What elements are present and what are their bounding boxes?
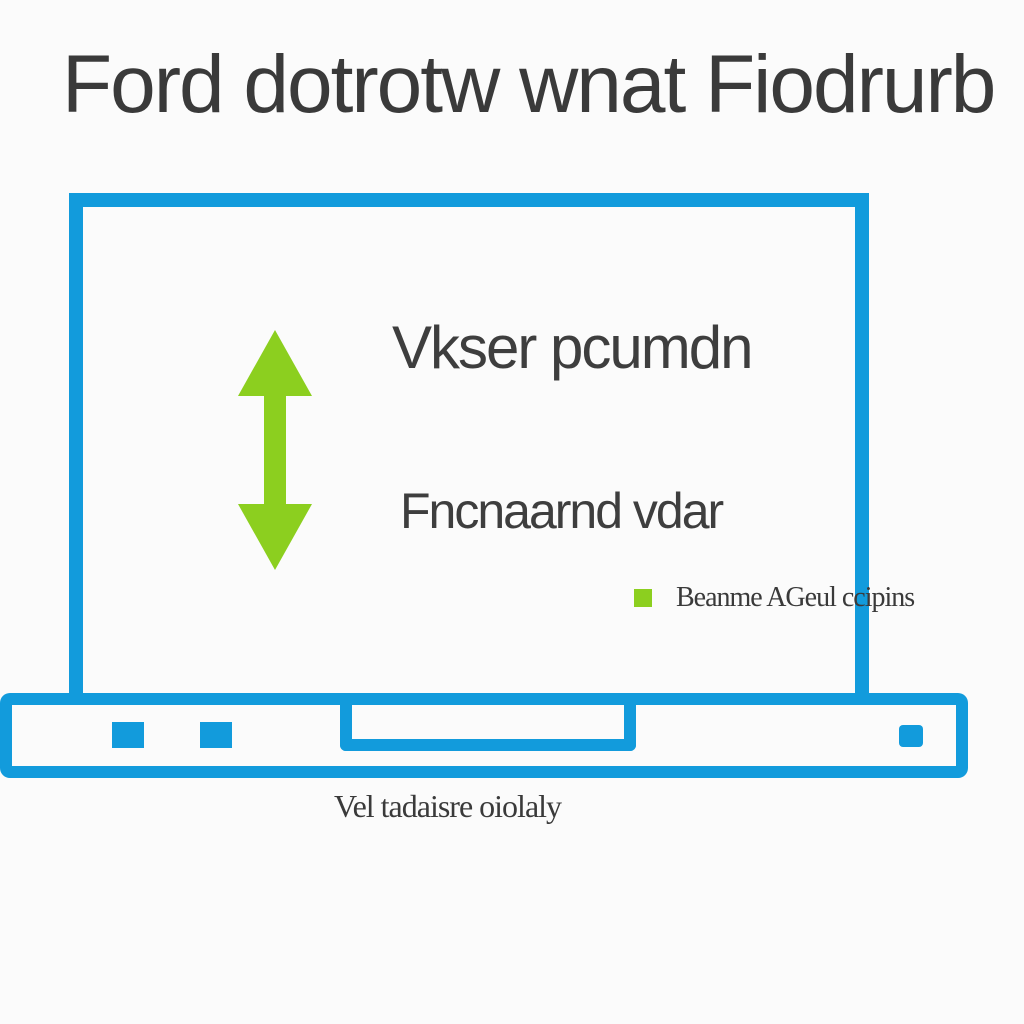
laptop-screen <box>69 193 869 693</box>
base-port-left <box>112 722 144 748</box>
base-port-right <box>899 725 923 747</box>
legend-label: Beanme AGeul ccipins <box>676 582 915 613</box>
legend: Beanme AGeul ccipins <box>634 581 915 615</box>
screen-label-bottom: Fncnaarnd vdar <box>400 483 724 539</box>
arrow-shape <box>238 330 312 570</box>
caption: Vel tadaisre oiolaly <box>334 788 562 824</box>
laptop-base <box>0 693 968 778</box>
page-title: Ford dotrotw wnat Fiodrurb <box>62 39 996 130</box>
legend-swatch <box>634 589 652 607</box>
vertical-double-arrow-icon <box>238 330 312 570</box>
trackpad <box>340 693 636 751</box>
screen-label-top: Vkser pcumdn <box>392 314 753 381</box>
base-port-middle <box>200 722 232 748</box>
